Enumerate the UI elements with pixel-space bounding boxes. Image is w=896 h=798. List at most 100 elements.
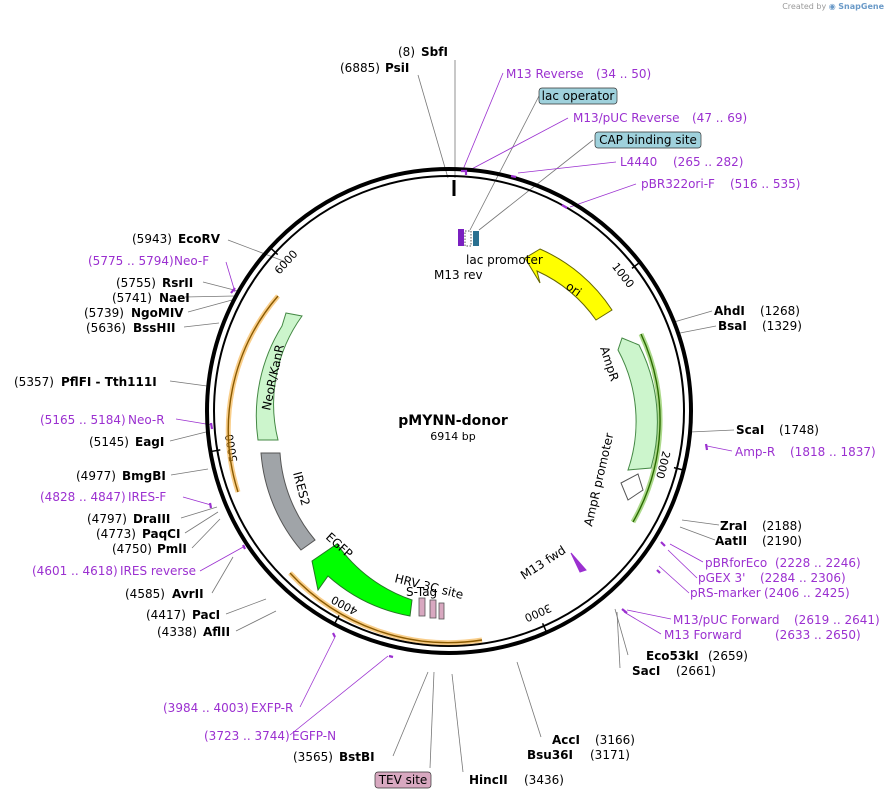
neo-orange-arc-core: [227, 295, 279, 493]
site-name: AvrII: [172, 587, 204, 601]
primer-range: (47 .. 69): [692, 111, 747, 125]
primer-name: pGEX 3': [698, 571, 745, 585]
egfp-feature: [311, 543, 413, 617]
neo-kanr-feature: [255, 312, 303, 441]
primer-range: (1818 .. 1837): [790, 445, 876, 459]
site-pos: (4797): [87, 512, 127, 526]
site-pos: (5636): [86, 321, 126, 335]
hrv-3c-site-feature: [418, 597, 426, 617]
primer-range: (4601 .. 4618): [32, 564, 118, 578]
primer-range: (5165 .. 5184): [40, 413, 126, 427]
site-pos: (3436): [524, 773, 564, 787]
feature-label-lac-promoter: lac promoter: [466, 253, 543, 267]
tev-site-box: TEV site: [374, 771, 432, 789]
site-pos: (8): [398, 45, 415, 59]
primer-range: (3723 .. 3744): [204, 729, 290, 743]
site-name: ScaI: [736, 423, 764, 437]
site-name: AccI: [552, 733, 580, 747]
primer-range: (5775 .. 5794): [88, 254, 174, 268]
site-name: RsrII: [162, 276, 193, 290]
site-pos: (4338): [157, 625, 197, 639]
m13-fwd-feature: [570, 552, 587, 573]
cap-binding-site-label: CAP binding site: [599, 133, 697, 147]
site-name: BssHII: [133, 321, 175, 335]
site-pos: (2188): [762, 519, 802, 533]
feature-label-m13-fwd: M13 fwd: [518, 543, 568, 582]
site-name: HincII: [469, 773, 508, 787]
primer-name: Neo-F: [174, 254, 209, 268]
feature-label-s-tag: S-Tag: [406, 585, 437, 599]
primer-range: (4828 .. 4847): [40, 490, 126, 504]
site-pos: (5741): [112, 291, 152, 305]
scale-tick-mark: [211, 449, 221, 453]
site-pos: (3565): [293, 750, 333, 764]
primer-range: (2406 .. 2425): [764, 586, 850, 600]
restriction-sites: (8) SbfI (6885) PsiI (5943) EcoRV (5755)…: [14, 45, 819, 787]
site-name: AflII: [203, 625, 230, 639]
credit-brand: SnapGene: [838, 2, 884, 11]
primer-name: EXFP-R: [251, 701, 293, 715]
primer-name: EGFP-N: [292, 729, 336, 743]
site-pos: (1748): [779, 423, 819, 437]
site-name: NaeI: [159, 291, 190, 305]
plasmid-backbone-inner: [213, 175, 685, 647]
site-name: PmlI: [157, 542, 187, 556]
egfp-orange-arc-core: [289, 572, 483, 644]
scale-tick-mark: [631, 262, 640, 269]
primer-name: pBR322ori-F: [641, 177, 715, 191]
primer-marks: [208, 169, 709, 659]
ampr-green-arc-core: [632, 333, 661, 523]
site-pos: (4585): [125, 587, 165, 601]
plasmid-length: 6914 bp: [430, 430, 475, 443]
primer-name: M13/pUC Reverse: [573, 111, 680, 125]
credit-text: Created by: [782, 2, 827, 11]
cap-binding-site-box: CAP binding site: [594, 131, 702, 149]
lac-operator-feature: [473, 231, 479, 246]
site-pos: (1329): [762, 319, 802, 333]
primer-name: pRS-marker: [690, 586, 761, 600]
primer-name: IRES reverse: [120, 564, 196, 578]
ori-feature: [524, 248, 613, 321]
scale-tick-label: 3000: [523, 601, 554, 624]
site-name: BmgBI: [122, 469, 166, 483]
feature-label-ampr-promoter: AmpR promoter: [581, 432, 616, 528]
m13-rev-feature: [458, 229, 464, 246]
feature-label-ires2: IRES2: [290, 470, 313, 507]
site-name: BstBI: [339, 750, 375, 764]
site-pos: (1268): [760, 304, 800, 318]
site-name: Eco53kI: [646, 649, 699, 663]
site-name: EagI: [135, 435, 164, 449]
scale-tick-mark: [270, 247, 279, 256]
site-pos: (5145): [89, 435, 129, 449]
primer-range: (2633 .. 2650): [775, 628, 861, 642]
site-pos: (2659): [708, 649, 748, 663]
site-pos: (2661): [676, 664, 716, 678]
site-pos: (5357): [14, 375, 54, 389]
snapgene-credit: Created by ◉ SnapGene: [782, 2, 884, 11]
plasmid-name: pMYNN-donor: [398, 413, 508, 429]
site-pos: (3166): [595, 733, 635, 747]
primer-name: M13/pUC Forward: [673, 613, 780, 627]
primer-name: Amp-R: [735, 445, 775, 459]
ires2-feature: [260, 452, 316, 551]
site-name: DraIII: [133, 512, 170, 526]
primer-leader-lines: [175, 72, 733, 736]
primer-range: (34 .. 50): [596, 67, 651, 81]
feature-label-m13-rev: M13 rev: [434, 268, 483, 282]
primer-range: (2228 .. 2246): [775, 556, 861, 570]
primer-range: (2284 .. 2306): [760, 571, 846, 585]
site-name: AatII: [715, 534, 747, 548]
primer-range: (265 .. 282): [673, 155, 743, 169]
ampr-feature: [617, 337, 658, 471]
primer-name: pBRforEco: [705, 556, 767, 570]
primer-name: IRES-F: [128, 490, 166, 504]
site-pos: (3171): [590, 748, 630, 762]
plasmid-backbone-outer: [205, 167, 693, 655]
primer-range: (3984 .. 4003): [163, 701, 249, 715]
tev-site-feature: [438, 602, 445, 620]
site-pos: (4417): [146, 608, 186, 622]
s-tag-feature: [429, 599, 437, 619]
site-name: NgoMIV: [131, 306, 184, 320]
primer-labels: M13 Reverse (34 .. 50) M13/pUC Reverse (…: [32, 67, 880, 743]
site-name: ZraI: [720, 519, 747, 533]
